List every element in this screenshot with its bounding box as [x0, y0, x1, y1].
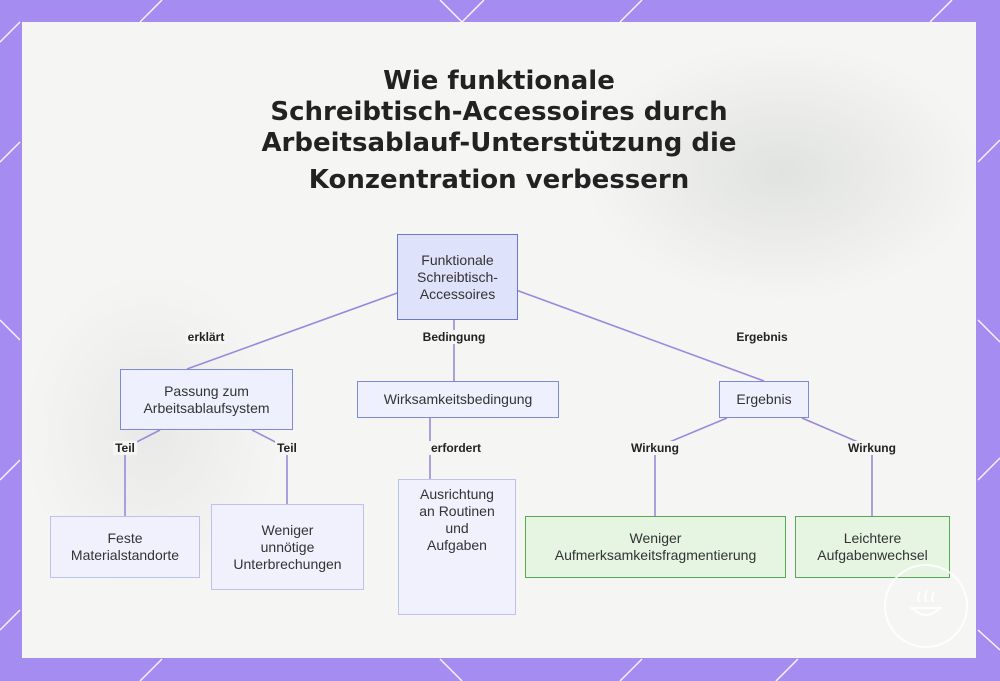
node-condition: Wirksamkeitsbedingung [357, 381, 559, 418]
edge-effect-left [655, 418, 727, 516]
edge-label-requires: erfordert [429, 441, 483, 455]
edge-label-effect-right: Wirkung [846, 441, 898, 455]
node-fixed-locations: Feste Materialstandorte [50, 516, 200, 578]
node-alignment: Ausrichtung an Routinen und Aufgaben [398, 479, 516, 615]
node-fit: Passung zum Arbeitsablaufsystem [120, 369, 293, 430]
edge-label-part-left: Teil [113, 441, 137, 455]
edge-label-condition: Bedingung [421, 330, 488, 344]
node-less-fragmentation: Weniger Aufmerksamkeitsfragmentierung [525, 516, 786, 578]
edge-result [516, 290, 764, 381]
concept-diagram: Funktionale Schreibtisch- Accessoires Pa… [22, 22, 976, 658]
node-fewer-interruptions: Weniger unnötige Unterbrechungen [211, 504, 364, 590]
edge-label-explains: erklärt [186, 330, 227, 344]
diagram-card: Wie funktionale Schreibtisch-Accessoires… [22, 22, 976, 658]
edge-label-part-right: Teil [275, 441, 299, 455]
logo-watermark [884, 564, 968, 648]
node-root: Funktionale Schreibtisch- Accessoires [397, 234, 518, 320]
edge-label-result: Ergebnis [734, 330, 789, 344]
edge-effect-right [802, 418, 872, 516]
node-result: Ergebnis [719, 381, 809, 418]
cup-icon [886, 566, 966, 646]
edge-label-effect-left: Wirkung [629, 441, 681, 455]
